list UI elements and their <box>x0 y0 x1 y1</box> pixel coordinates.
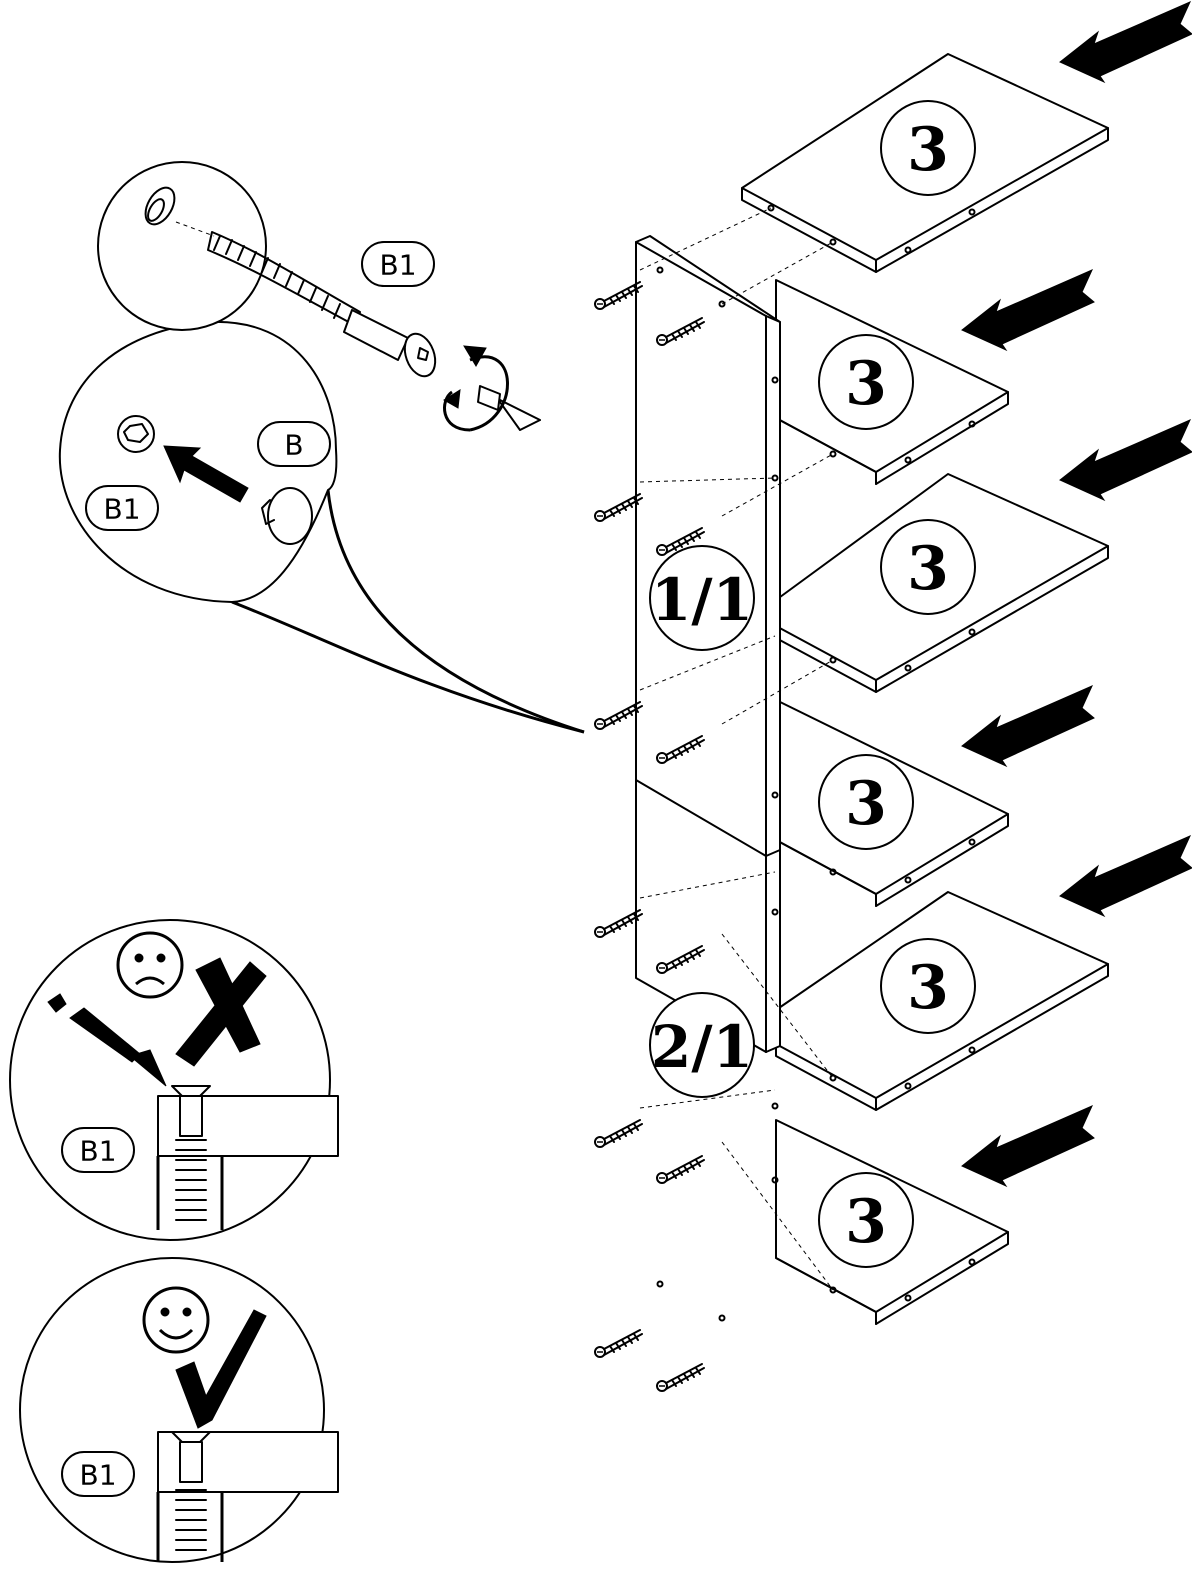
cap-icon <box>261 487 313 545</box>
shelf-4: 3 <box>775 699 1009 907</box>
shelf-3-label: 3 <box>907 534 949 604</box>
svg-text:B1: B1 <box>379 249 416 282</box>
detail-screw-icon <box>175 221 437 378</box>
shelf-2-label: 3 <box>845 349 887 419</box>
screw-icon <box>594 1329 643 1358</box>
right-example: B1 <box>19 1257 339 1563</box>
shelf-2: 3 <box>775 279 1009 485</box>
shelf-4-label: 3 <box>845 769 887 839</box>
shelf-5: 3 <box>775 891 1109 1111</box>
push-arrow-icon <box>961 1105 1095 1187</box>
screw-icon <box>594 493 643 522</box>
bad-arrow-icon <box>47 993 167 1087</box>
check-mark-icon <box>175 1309 267 1429</box>
side-panel-upper-label: 1/1 <box>651 566 753 634</box>
svg-text:B: B <box>284 429 303 462</box>
wrong-example: B1 <box>9 919 339 1241</box>
push-arrow-icon <box>961 269 1095 351</box>
hex-head-icon <box>117 415 155 453</box>
push-arrow-icon <box>961 685 1095 767</box>
shelf-1: 3 <box>741 53 1109 273</box>
screw-icon <box>594 909 643 938</box>
svg-text:B1: B1 <box>79 1135 116 1168</box>
shelf-3: 3 <box>775 473 1109 693</box>
rotate-icon <box>443 345 541 432</box>
screw-icon <box>594 1119 643 1148</box>
screw-icon <box>594 701 643 730</box>
push-arrow-icon <box>1059 419 1192 501</box>
hole-icon <box>144 186 176 226</box>
insert-arrow-icon <box>163 445 249 503</box>
alignment-lines <box>639 207 834 1291</box>
shelf-1-label: 3 <box>907 115 949 185</box>
shelf-group: 3 3 3 3 <box>741 53 1109 1325</box>
sad-face-icon <box>116 931 184 999</box>
screw-label-2: B1 <box>85 485 159 531</box>
detail-callout: B1 B B1 <box>58 161 585 734</box>
svg-text:B1: B1 <box>103 493 140 526</box>
side-panel <box>635 235 781 1322</box>
screw-label-4: B1 <box>61 1451 135 1497</box>
side-panel-lower-label: 2/1 <box>651 1013 753 1081</box>
screw-icon <box>656 1155 705 1184</box>
screw-label: B1 <box>361 241 435 287</box>
screw-icon <box>594 281 643 310</box>
smiley-face-icon <box>142 1286 210 1354</box>
screw-icon <box>656 1363 705 1392</box>
cross-mark-icon <box>175 957 267 1067</box>
shelf-6: 3 <box>775 1119 1009 1325</box>
cap-label: B <box>257 421 331 467</box>
shelf-6-label: 3 <box>845 1187 887 1257</box>
shelf-5-label: 3 <box>907 953 949 1023</box>
screw-label-3: B1 <box>61 1127 135 1173</box>
svg-text:B1: B1 <box>79 1459 116 1492</box>
push-arrow-icon <box>1059 835 1192 917</box>
push-arrow-icon <box>1059 1 1192 83</box>
